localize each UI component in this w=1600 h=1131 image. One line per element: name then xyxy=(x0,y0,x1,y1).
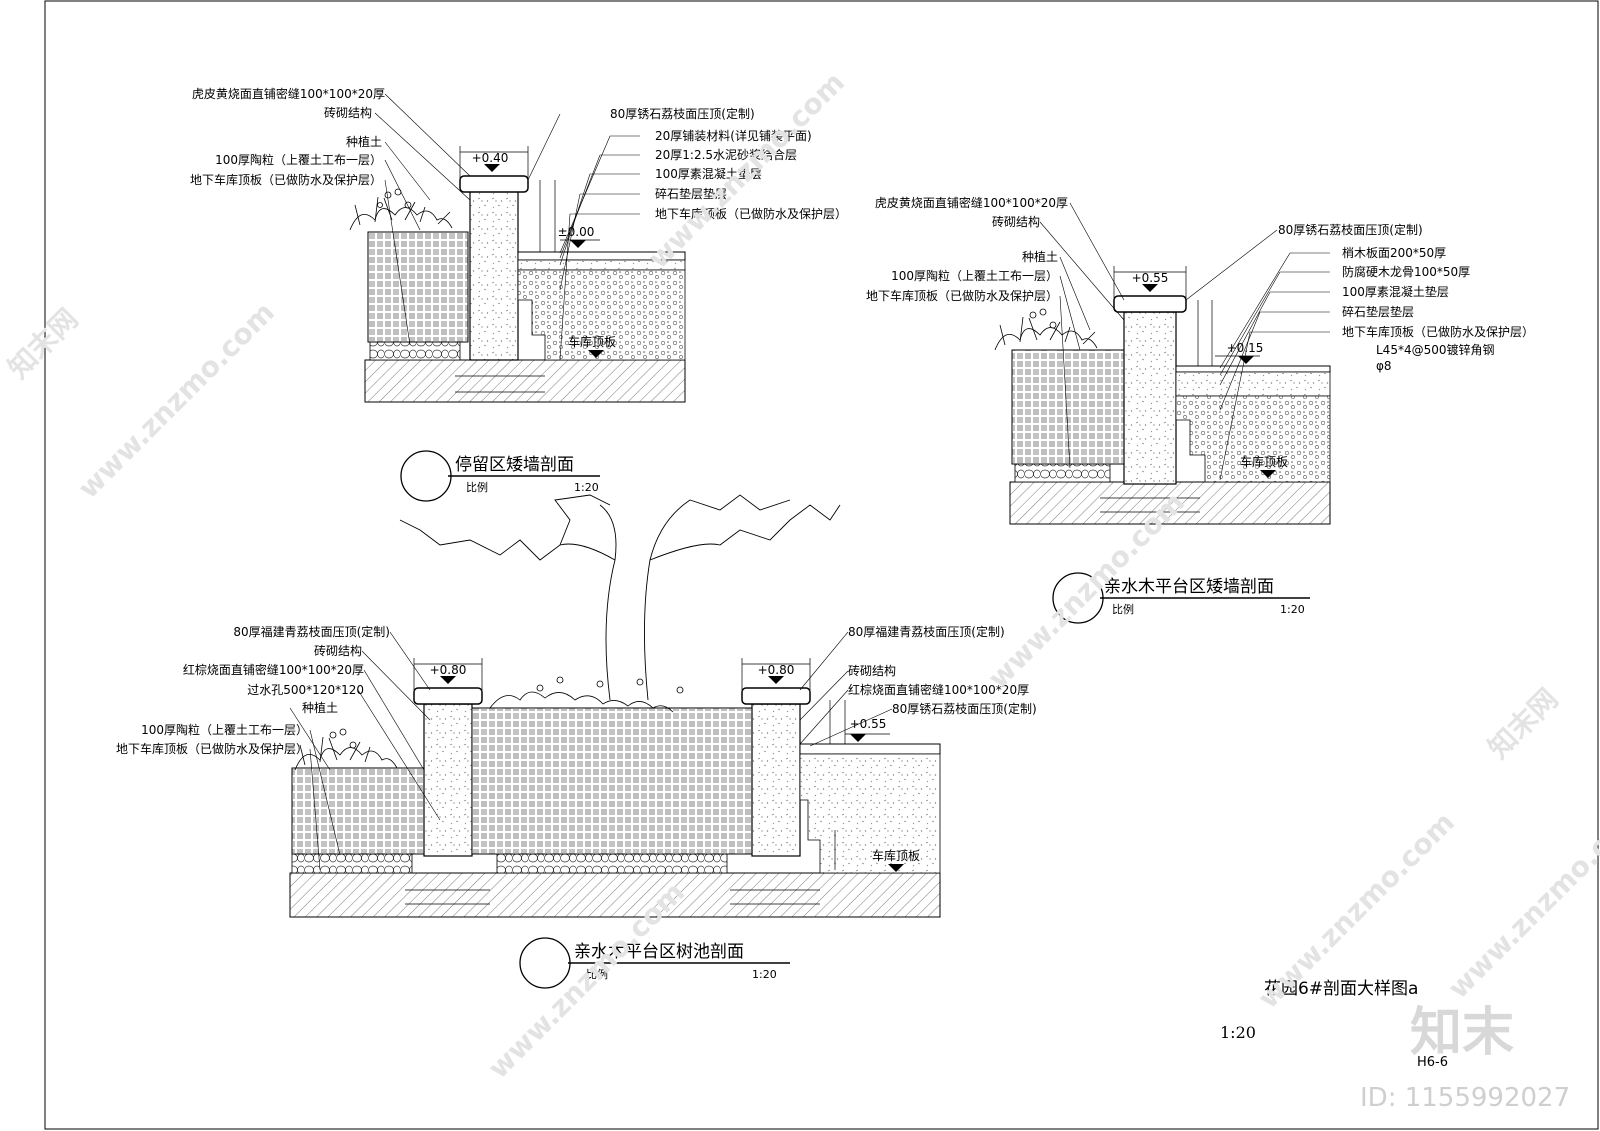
label-gravel: 碎石垫层垫层 xyxy=(1342,304,1414,319)
section-waterfront-tree-pit: +0.80 +0.80 +0.55 车库顶板 80厚福建青荔枝面压顶(定制) 砖… xyxy=(116,494,1037,989)
label-rust-coping: 80厚锈石荔枝面压顶(定制) xyxy=(892,701,1037,716)
label-brick-right: 砖砌结构 xyxy=(848,663,896,678)
elev-top-left: +0.80 xyxy=(430,663,467,677)
section-marker xyxy=(400,450,452,502)
label-ceramsite: 100厚陶粒（上覆土工布一层） xyxy=(891,268,1058,283)
section-stay-area: +0.40 ±0.00 车库顶板 虎皮黄烧面直铺密缝100*100*20厚 砖砌… xyxy=(190,86,847,502)
brick-wall xyxy=(469,189,519,361)
label-coping: 80厚锈石荔枝面压顶(定制) xyxy=(1278,222,1423,237)
label-concrete: 100厚素混凝土垫层 xyxy=(1342,284,1449,299)
slab-label: 车库顶板 xyxy=(872,848,920,863)
scale-value: 1:20 xyxy=(574,481,599,494)
sheet-border xyxy=(44,0,1599,1130)
label-soil: 种植土 xyxy=(346,134,382,149)
label-coping-left: 80厚福建青荔枝面压顶(定制) xyxy=(233,624,390,639)
elev-ground: ±0.00 xyxy=(558,225,595,239)
scale-label: 比例 xyxy=(1112,602,1134,616)
label-joist: 防腐硬木龙骨100*50厚 xyxy=(1342,264,1470,279)
sheet-title: 花园6#剖面大样图a xyxy=(1264,979,1418,999)
svg-text:知末网: 知末网 xyxy=(2,302,85,385)
label-coping-right: 80厚福建青荔枝面压顶(定制) xyxy=(848,624,1005,639)
label-brick: 砖砌结构 xyxy=(992,214,1040,229)
label-paving: 虎皮黄烧面直铺密缝100*100*20厚 xyxy=(875,195,1068,210)
label-ceramsite: 100厚陶粒（上覆土工布一层） xyxy=(141,722,308,737)
sheet-scale: 1:20 xyxy=(1220,1023,1256,1042)
label-gravel: 碎石垫层垫层 xyxy=(655,186,727,201)
label-paving-left: 红棕烧面直铺密缝100*100*20厚 xyxy=(183,662,364,677)
label-slab: 地下车库顶板（已做防水及保护层） xyxy=(866,288,1058,303)
label-garage-slab: 地下车库顶板（已做防水及保护层） xyxy=(1342,324,1534,339)
label-brick-left: 砖砌结构 xyxy=(314,643,362,658)
label-drain-hole: 过水孔500*120*120 xyxy=(247,683,364,697)
label-coping: 80厚锈石荔枝面压顶(定制) xyxy=(610,106,755,121)
scale-value: 1:20 xyxy=(1280,603,1305,616)
section-title: 亲水木平台区矮墙剖面 xyxy=(1104,577,1274,597)
label-slab: 地下车库顶板（已做防水及保护层） xyxy=(116,741,308,756)
scale-label: 比例 xyxy=(466,480,488,494)
label-angle-steel: L45*4@500镀锌角钢 xyxy=(1376,343,1495,357)
coping-stone xyxy=(459,175,529,193)
scale-value: 1:20 xyxy=(752,968,777,981)
label-brick: 砖砌结构 xyxy=(324,105,372,120)
label-mortar: 20厚1:2.5水泥砂浆结合层 xyxy=(655,147,797,162)
label-slab: 地下车库顶板（已做防水及保护层） xyxy=(190,172,382,187)
elev-top: +0.40 xyxy=(472,151,509,165)
label-concrete: 100厚素混凝土垫层 xyxy=(655,166,762,181)
svg-text:www.znzmo.com: www.znzmo.com xyxy=(1442,796,1600,1005)
sheet-number: H6-6 xyxy=(1417,1055,1448,1070)
label-wood-deck: 梢木板面200*50厚 xyxy=(1342,245,1446,260)
section-title: 亲水木平台区树池剖面 xyxy=(574,942,744,962)
label-rebar: φ8 xyxy=(1376,359,1392,373)
label-paving-right: 红棕烧面直铺密缝100*100*20厚 xyxy=(848,682,1029,697)
slab-label: 车库顶板 xyxy=(568,334,616,349)
label-ceramsite: 100厚陶粒（上覆土工布一层） xyxy=(215,152,382,167)
brand-watermark: 知末 xyxy=(1410,1003,1514,1063)
label-soil: 种植土 xyxy=(1022,249,1058,264)
elev-top: +0.55 xyxy=(1132,271,1169,285)
label-soil: 种植土 xyxy=(302,700,338,715)
svg-text:知末网: 知末网 xyxy=(1482,682,1565,765)
label-paving-material: 20厚铺装材料(详见铺装平面) xyxy=(655,128,812,143)
svg-text:www.znzmo.com: www.znzmo.com xyxy=(72,296,281,505)
slab-label: 车库顶板 xyxy=(1240,454,1288,469)
section-waterfront-deck-wall: +0.55 +0.15 车库顶板 虎皮黄烧面直铺密缝100*100*20厚 砖砌… xyxy=(866,195,1534,624)
ceramsite-layer xyxy=(369,339,461,361)
elev-top-right: +0.80 xyxy=(758,663,795,677)
label-paving: 虎皮黄烧面直铺密缝100*100*20厚 xyxy=(192,86,385,101)
tree-icon xyxy=(399,494,841,701)
slab-hatch xyxy=(364,359,686,403)
section-title: 停留区矮墙剖面 xyxy=(455,455,574,475)
planting-soil xyxy=(367,231,469,343)
label-garage-slab: 地下车库顶板（已做防水及保护层） xyxy=(655,206,847,221)
elev-ground: +0.55 xyxy=(850,717,887,731)
id-watermark: ID: 1155992027 xyxy=(1360,1083,1570,1113)
scale-label: 比例 xyxy=(586,967,608,981)
